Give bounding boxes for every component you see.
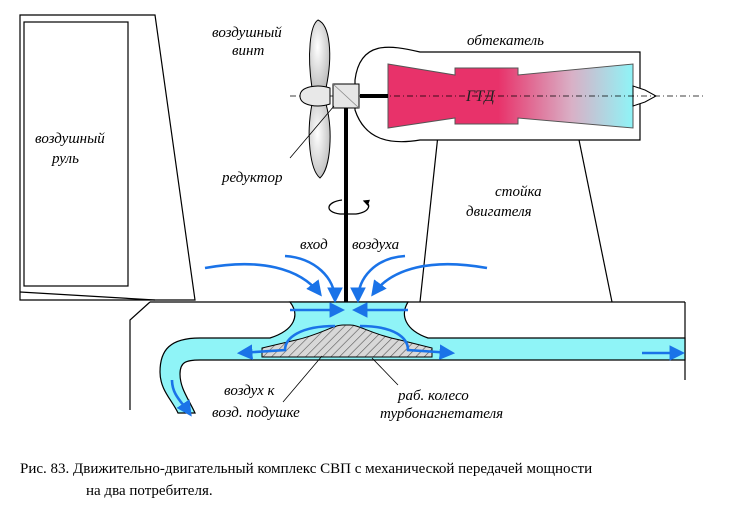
gas-turbine-engine: [387, 63, 658, 129]
caption-line-2: на два потребителя.: [86, 483, 213, 499]
label-propeller-2: винт: [232, 43, 264, 59]
label-air-inlet-2: воздуха: [352, 237, 399, 253]
label-impeller-2: турбонагнетателя: [380, 406, 503, 422]
label-engine-strut-2: двигателя: [466, 204, 532, 220]
label-reducer: редуктор: [221, 170, 283, 186]
air-flow-arrows: [170, 254, 686, 417]
label-propeller-1: воздушный: [212, 25, 282, 41]
label-rudder-2: руль: [51, 151, 79, 167]
engine-strut: [419, 134, 613, 303]
label-impeller-1: раб. колесо: [397, 388, 469, 404]
rotation-arrow: [328, 199, 371, 215]
turbocharger-impeller: [261, 324, 433, 358]
label-rudder-1: воздушный: [35, 131, 105, 147]
label-gtd: ГТД: [465, 88, 495, 105]
label-air-cushion-1: воздух к: [224, 383, 276, 399]
air-propeller: [299, 19, 331, 179]
reducer: [289, 83, 360, 159]
label-air-cushion-2: возд. подушке: [212, 405, 300, 421]
caption-line-1: Рис. 83. Движительно-двигательный компле…: [20, 461, 592, 477]
leader-lines: [282, 355, 399, 403]
air-rudder: [19, 14, 196, 301]
label-engine-strut-1: стойка: [495, 184, 542, 200]
label-air-inlet-1: вход: [300, 237, 328, 253]
label-fairing: обтекатель: [467, 33, 544, 49]
